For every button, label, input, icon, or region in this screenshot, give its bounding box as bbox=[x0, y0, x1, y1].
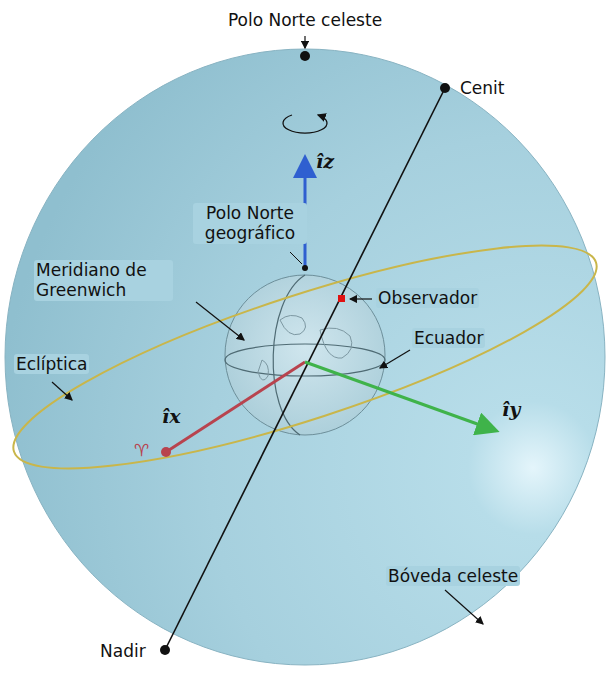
observer-leader bbox=[350, 298, 372, 299]
pole-dot bbox=[300, 51, 310, 61]
rotation-arrow bbox=[283, 115, 327, 133]
x-axis bbox=[166, 362, 305, 452]
ecliptic-label: Eclíptica bbox=[14, 354, 89, 374]
equator-leader bbox=[380, 350, 410, 368]
vault-label: Bóveda celeste bbox=[386, 566, 520, 586]
axis-label: îx bbox=[160, 405, 183, 428]
vault-leader bbox=[445, 590, 483, 624]
pole-leader bbox=[304, 36, 305, 48]
nadir-dot bbox=[160, 645, 170, 655]
zenith-label: Cenit bbox=[458, 78, 507, 98]
geo-pole-dot bbox=[302, 265, 308, 271]
equator-label: Ecuador bbox=[412, 328, 485, 348]
ecliptic-leader bbox=[52, 382, 72, 400]
greenwich-label: Meridiano de Greenwich bbox=[34, 260, 173, 301]
zenith-dot bbox=[440, 83, 450, 93]
aries-dot bbox=[161, 447, 171, 457]
earth-globe bbox=[225, 275, 385, 435]
celestial-vault bbox=[5, 49, 605, 665]
y-axis bbox=[305, 362, 494, 430]
geo-pole-leader bbox=[290, 252, 302, 264]
observer-label: Observador bbox=[376, 288, 479, 308]
aries-symbol: ♈ bbox=[132, 440, 151, 460]
pole-label: Polo Norte celeste bbox=[226, 10, 384, 30]
axis-label: îz bbox=[314, 150, 336, 173]
geo-pole-label: Polo Norte geográfico bbox=[193, 203, 307, 244]
greenwich-leader bbox=[196, 302, 244, 340]
axis-label: îy bbox=[500, 398, 522, 421]
nadir-label: Nadir bbox=[98, 641, 148, 661]
observer-mark bbox=[338, 295, 345, 302]
